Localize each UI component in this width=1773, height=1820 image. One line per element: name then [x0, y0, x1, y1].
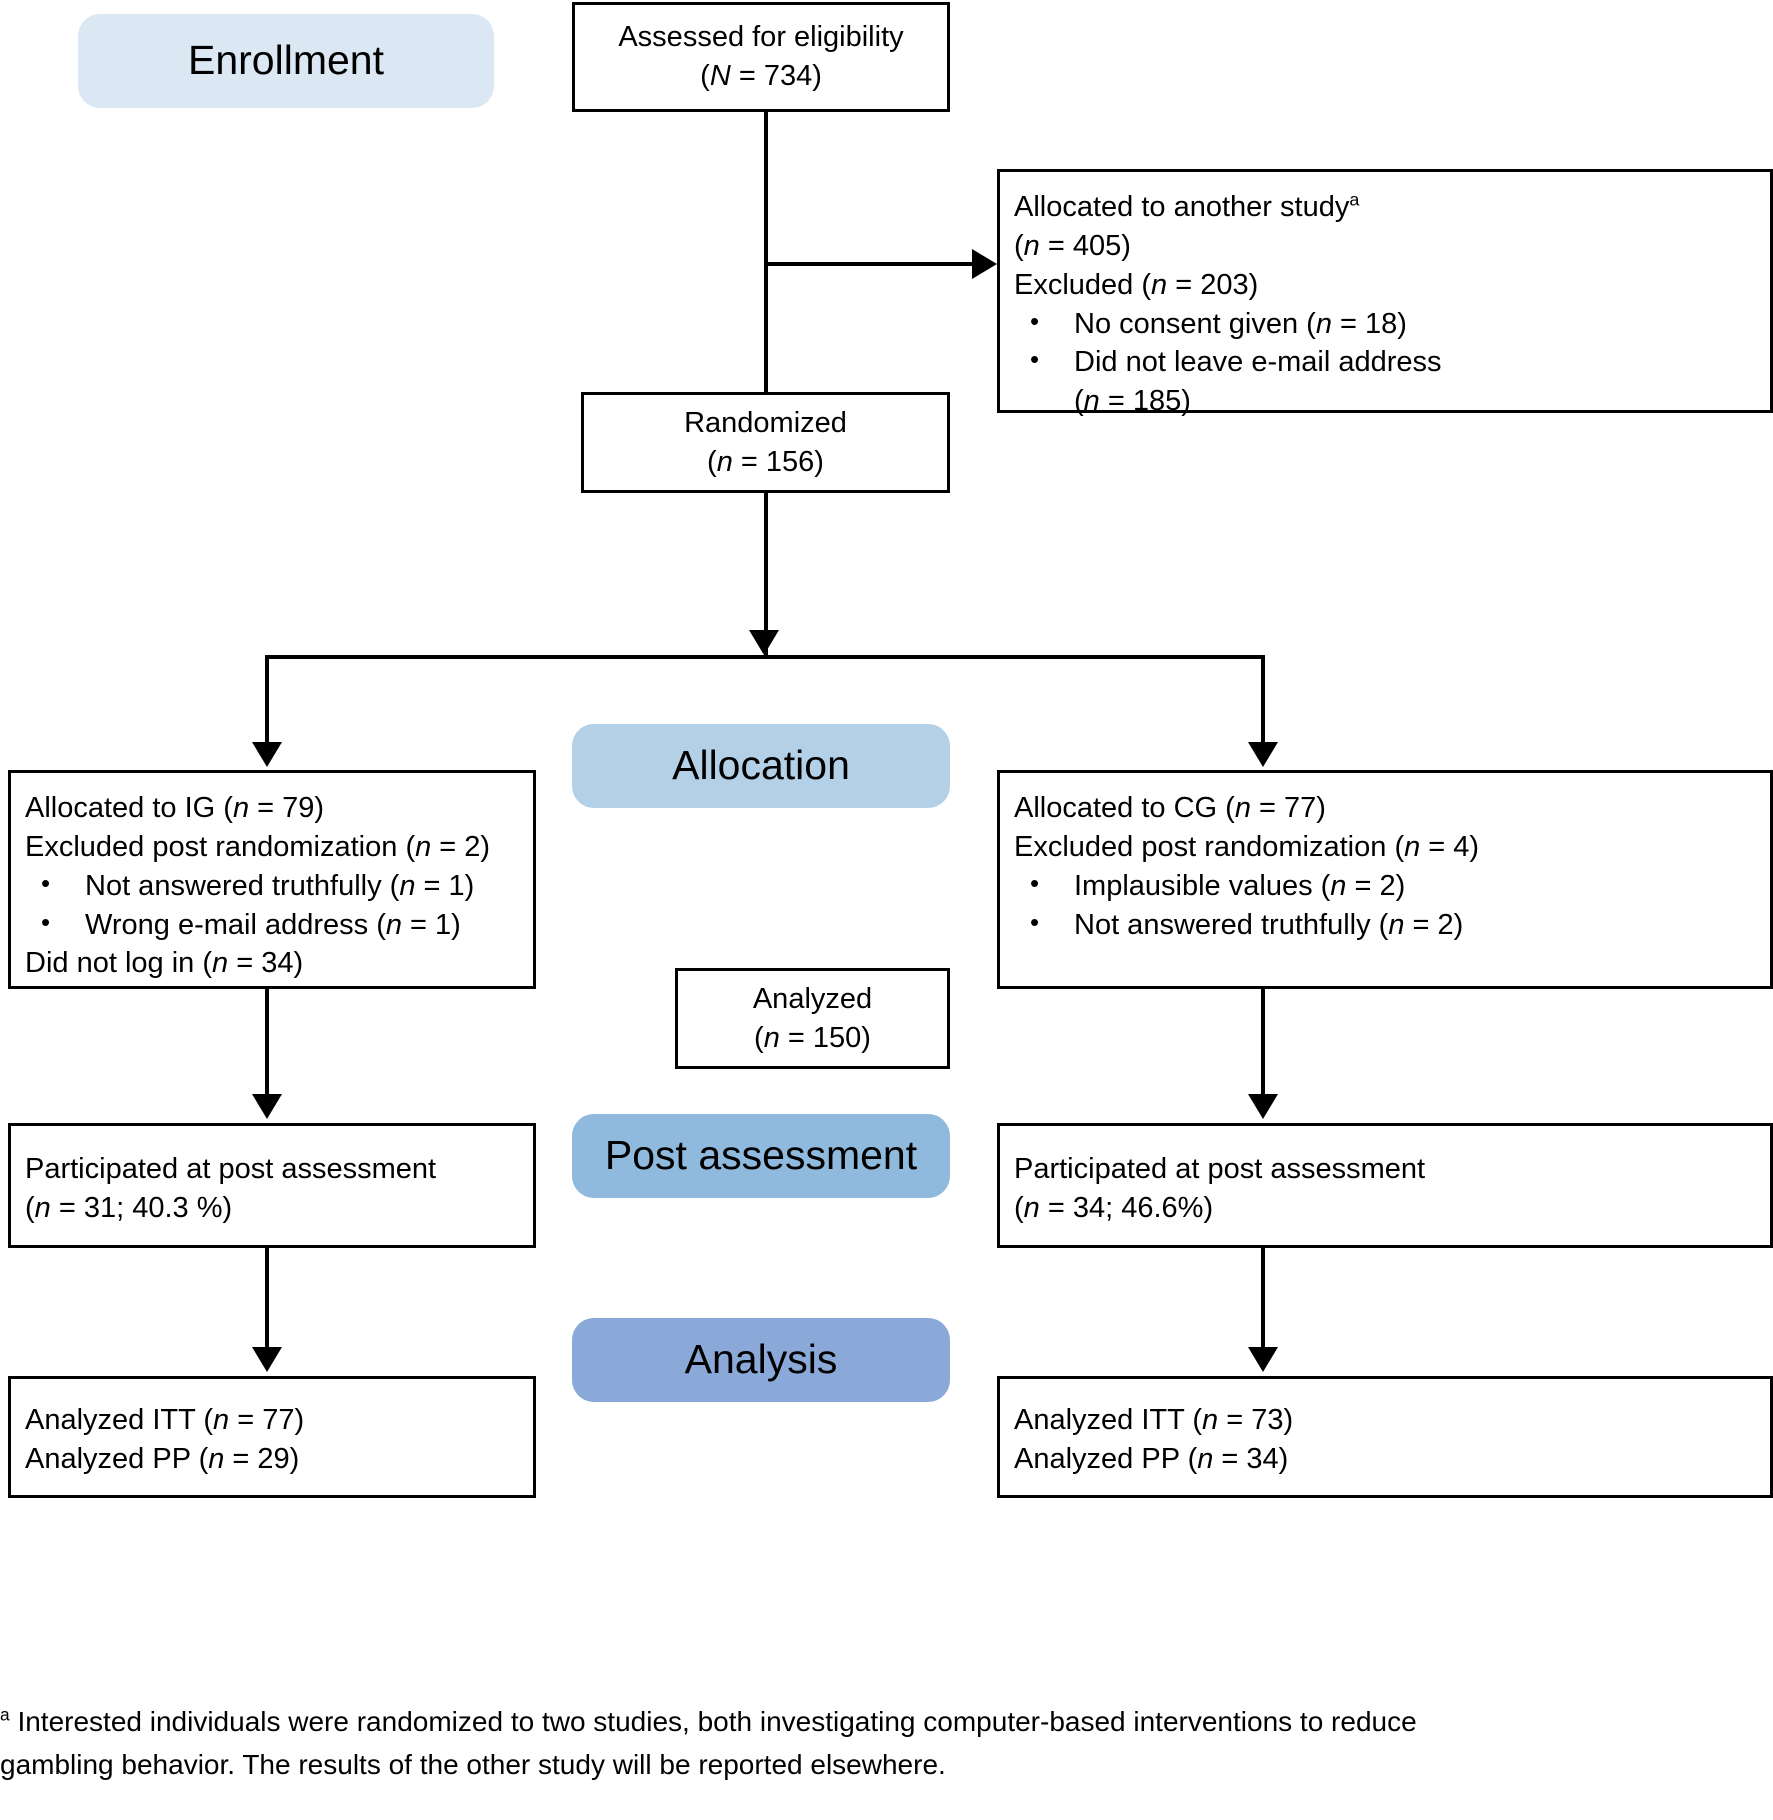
arrow-ig-post-to-analysis-icon [252, 1347, 282, 1372]
stage-label-analysis: Analysis [572, 1318, 950, 1402]
box-excluded-enrollment: Allocated to another studya (n = 405) Ex… [997, 169, 1773, 417]
cg-post-line-1: Participated at post assessment [1014, 1153, 1426, 1185]
box-ig-analysis: Analyzed ITT (n = 77) Analyzed PP (n = 2… [8, 1376, 536, 1498]
cg-post-line-2: (n = 34; 46.6%) [1014, 1191, 1214, 1224]
ig-excluded-reason-list: Not answered truthfully (n = 1) Wrong e-… [25, 866, 519, 945]
cg-analysis-line-1: Analyzed ITT (n = 73) [1014, 1404, 1294, 1436]
stage-label-analysis-text: Analysis [684, 1336, 838, 1383]
arrow-randomized-split-icon [749, 630, 779, 655]
connector-assessed-to-randomized [764, 112, 768, 392]
randomized-line-1: Randomized [684, 406, 847, 439]
cg-excluded-reason-list: Implausible values (n = 2) Not answered … [1014, 866, 1756, 945]
list-item: No consent given (n = 18) [1014, 304, 1756, 344]
connector-split-to-cg [1261, 655, 1265, 745]
arrow-ig-to-post-icon [252, 1094, 282, 1119]
connector-ig-to-post [265, 989, 269, 1097]
cg-allocated-line-1: Allocated to CG (n = 77) [1014, 792, 1326, 824]
footnote: a Interested individuals were randomized… [0, 1700, 1770, 1787]
stage-label-allocation: Allocation [572, 724, 950, 808]
ig-analysis-line-2: Analyzed PP (n = 29) [25, 1442, 300, 1475]
arrow-to-excluded-icon [972, 249, 997, 279]
list-item: Not answered truthfully (n = 1) [25, 866, 519, 906]
randomized-line-2: (n = 156) [707, 445, 824, 478]
box-allocated-ig: Allocated to IG (n = 79) Excluded post r… [8, 770, 536, 989]
connector-randomized-down [764, 493, 768, 655]
footnote-marker-a-inline: a [1349, 189, 1360, 210]
arrow-to-ig-box-icon [252, 742, 282, 767]
box-allocated-cg: Allocated to CG (n = 77) Excluded post r… [997, 770, 1773, 989]
stage-label-enrollment-text: Enrollment [188, 37, 384, 84]
footnote-marker-a: a [0, 1704, 10, 1725]
assessed-line-2: (N = 734) [700, 60, 822, 92]
analyzed-total-line-2: (n = 150) [754, 1021, 871, 1054]
stage-label-post-assessment-text: Post assessment [604, 1132, 918, 1179]
box-cg-analysis: Analyzed ITT (n = 73) Analyzed PP (n = 3… [997, 1376, 1773, 1498]
arrow-to-cg-box-icon [1248, 742, 1278, 767]
ig-allocated-line-1: Allocated to IG (n = 79) [25, 792, 325, 824]
excluded-line-3: Excluded (n = 203) [1014, 268, 1259, 301]
list-item: Did not leave e-mail address(n = 185) [1014, 342, 1756, 421]
list-item: Implausible values (n = 2) [1014, 866, 1756, 906]
connector-cg-post-to-analysis [1261, 1248, 1265, 1348]
excluded-line-2: (n = 405) [1014, 229, 1131, 262]
arrow-cg-post-to-analysis-icon [1248, 1347, 1278, 1372]
list-item: Not answered truthfully (n = 2) [1014, 905, 1756, 945]
connector-cg-to-post [1261, 989, 1265, 1097]
box-ig-post-assessment: Participated at post assessment (n = 31;… [8, 1123, 536, 1248]
connector-assessed-to-excluded [764, 262, 976, 266]
list-item: Wrong e-mail address (n = 1) [25, 905, 519, 945]
box-cg-post-assessment: Participated at post assessment (n = 34;… [997, 1123, 1773, 1248]
arrow-cg-to-post-icon [1248, 1094, 1278, 1119]
connector-ig-post-to-analysis [265, 1248, 269, 1348]
connector-allocation-split-bar [265, 655, 1265, 659]
box-analyzed-total: Analyzed (n = 150) [675, 968, 950, 1069]
stage-label-enrollment: Enrollment [78, 14, 494, 108]
stage-label-post-assessment: Post assessment [572, 1114, 950, 1198]
cg-allocated-line-2: Excluded post randomization (n = 4) [1014, 830, 1480, 863]
cg-analysis-line-2: Analyzed PP (n = 34) [1014, 1442, 1289, 1475]
connector-split-to-ig [265, 655, 269, 745]
ig-post-line-2: (n = 31; 40.3 %) [25, 1191, 233, 1224]
ig-allocated-line-3: Did not log in (n = 34) [25, 947, 304, 980]
stage-label-allocation-text: Allocation [672, 742, 850, 789]
footnote-line-2: gambling behavior. The results of the ot… [0, 1749, 946, 1781]
analyzed-total-line-1: Analyzed [752, 982, 873, 1015]
ig-analysis-line-1: Analyzed ITT (n = 77) [25, 1404, 305, 1436]
ig-post-line-1: Participated at post assessment [25, 1153, 437, 1185]
box-assessed-for-eligibility: Assessed for eligibility (N = 734) [572, 2, 950, 112]
assessed-line-1: Assessed for eligibility [618, 21, 904, 54]
footnote-line-1: a Interested individuals were randomized… [0, 1704, 1417, 1737]
excluded-reason-list: No consent given (n = 18) Did not leave … [1014, 304, 1756, 422]
ig-allocated-line-2: Excluded post randomization (n = 2) [25, 830, 491, 863]
box-randomized: Randomized (n = 156) [581, 392, 950, 493]
excluded-line-1: Allocated to another studya [1014, 189, 1360, 223]
